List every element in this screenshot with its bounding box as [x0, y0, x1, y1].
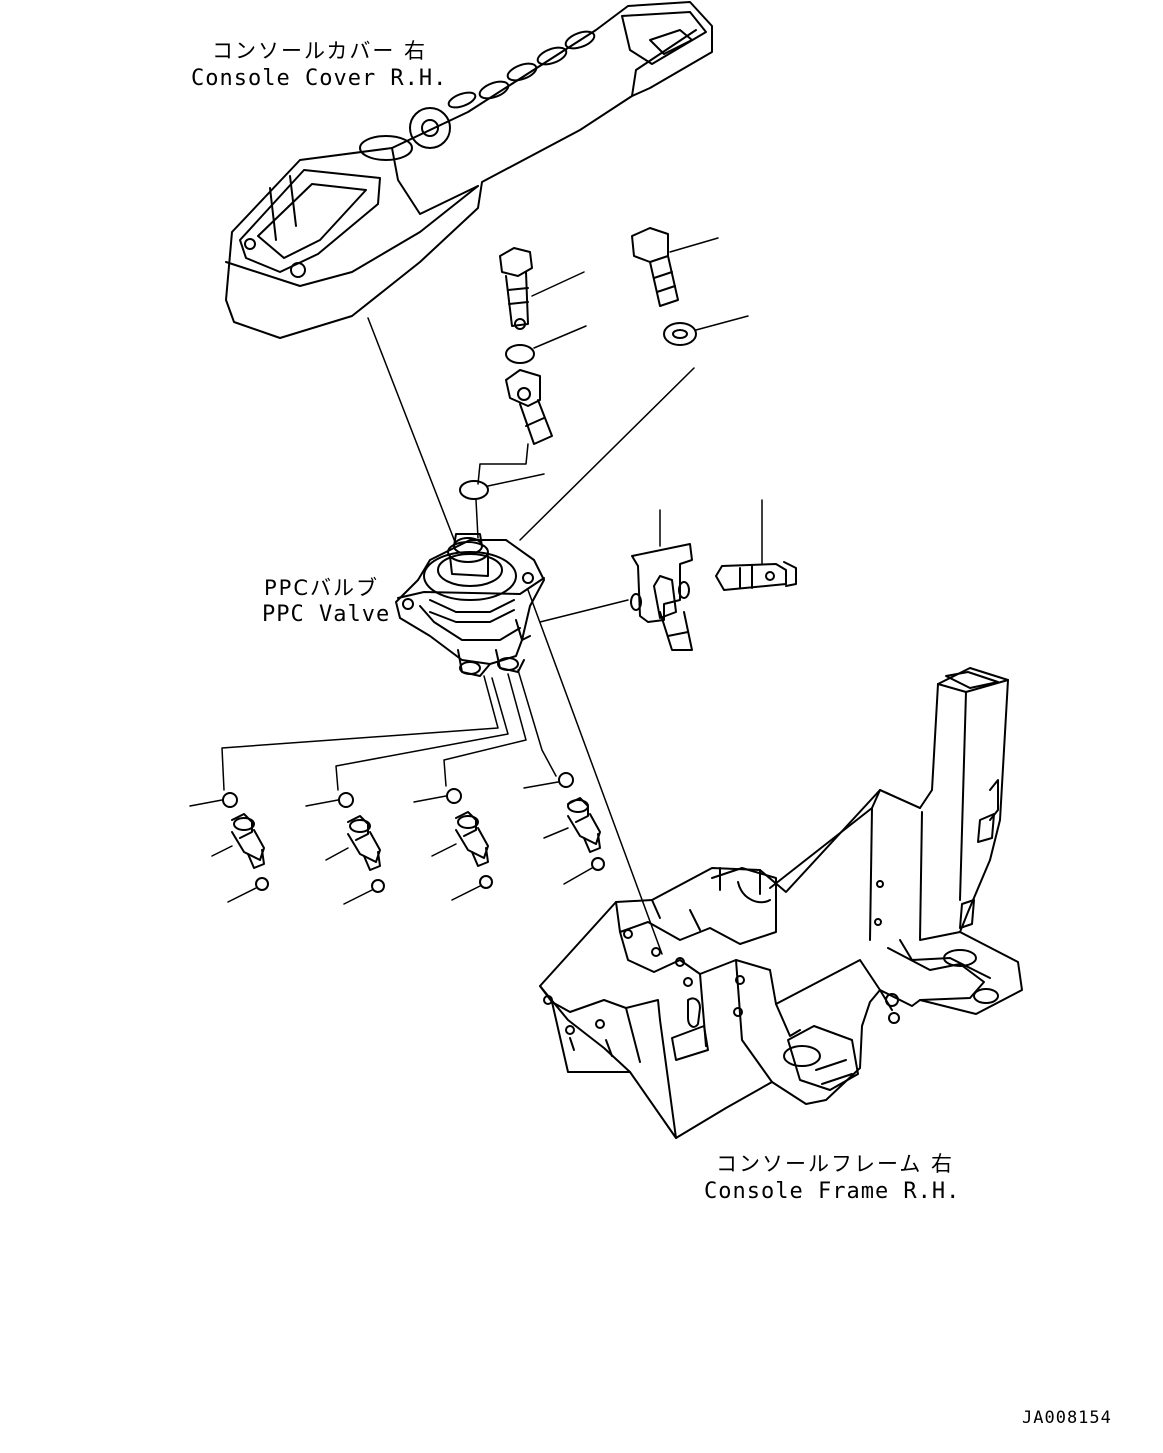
ppc-valve-part [395, 533, 545, 677]
drawing-code: JA008154 [1022, 1408, 1112, 1428]
valve-to-frame-line [527, 589, 663, 955]
hex-fitting [499, 247, 585, 330]
plug-set-3 [413, 788, 493, 901]
ppc-valve-label-en: PPC Valve [262, 602, 391, 627]
plug-set-4 [523, 772, 605, 885]
console-frame-part [539, 667, 1023, 1139]
clevis-pin [715, 499, 797, 591]
hose-fitting [505, 369, 553, 445]
cover-to-valve-line [367, 317, 456, 543]
console-frame-label-jp: コンソールフレーム 右 [716, 1152, 955, 1176]
o-ring-mid [459, 443, 545, 539]
plug-leader-lines [221, 669, 557, 791]
ppc-valve-label-jp: PPCバルブ [264, 576, 379, 600]
plug-set-1 [189, 792, 269, 903]
valve-to-bracket-line [539, 599, 629, 623]
console-cover-label-en: Console Cover R.H. [191, 66, 448, 91]
bolt-upper [631, 227, 719, 307]
console-cover-part [225, 1, 713, 339]
console-frame-label-en: Console Frame R.H. [704, 1179, 961, 1204]
washer [663, 315, 749, 346]
o-ring-upper [505, 325, 587, 364]
washer-leader [519, 367, 695, 541]
clevis-bracket [630, 509, 693, 651]
plug-set-2 [305, 792, 385, 905]
console-cover-label-jp: コンソールカバー 右 [212, 39, 428, 63]
